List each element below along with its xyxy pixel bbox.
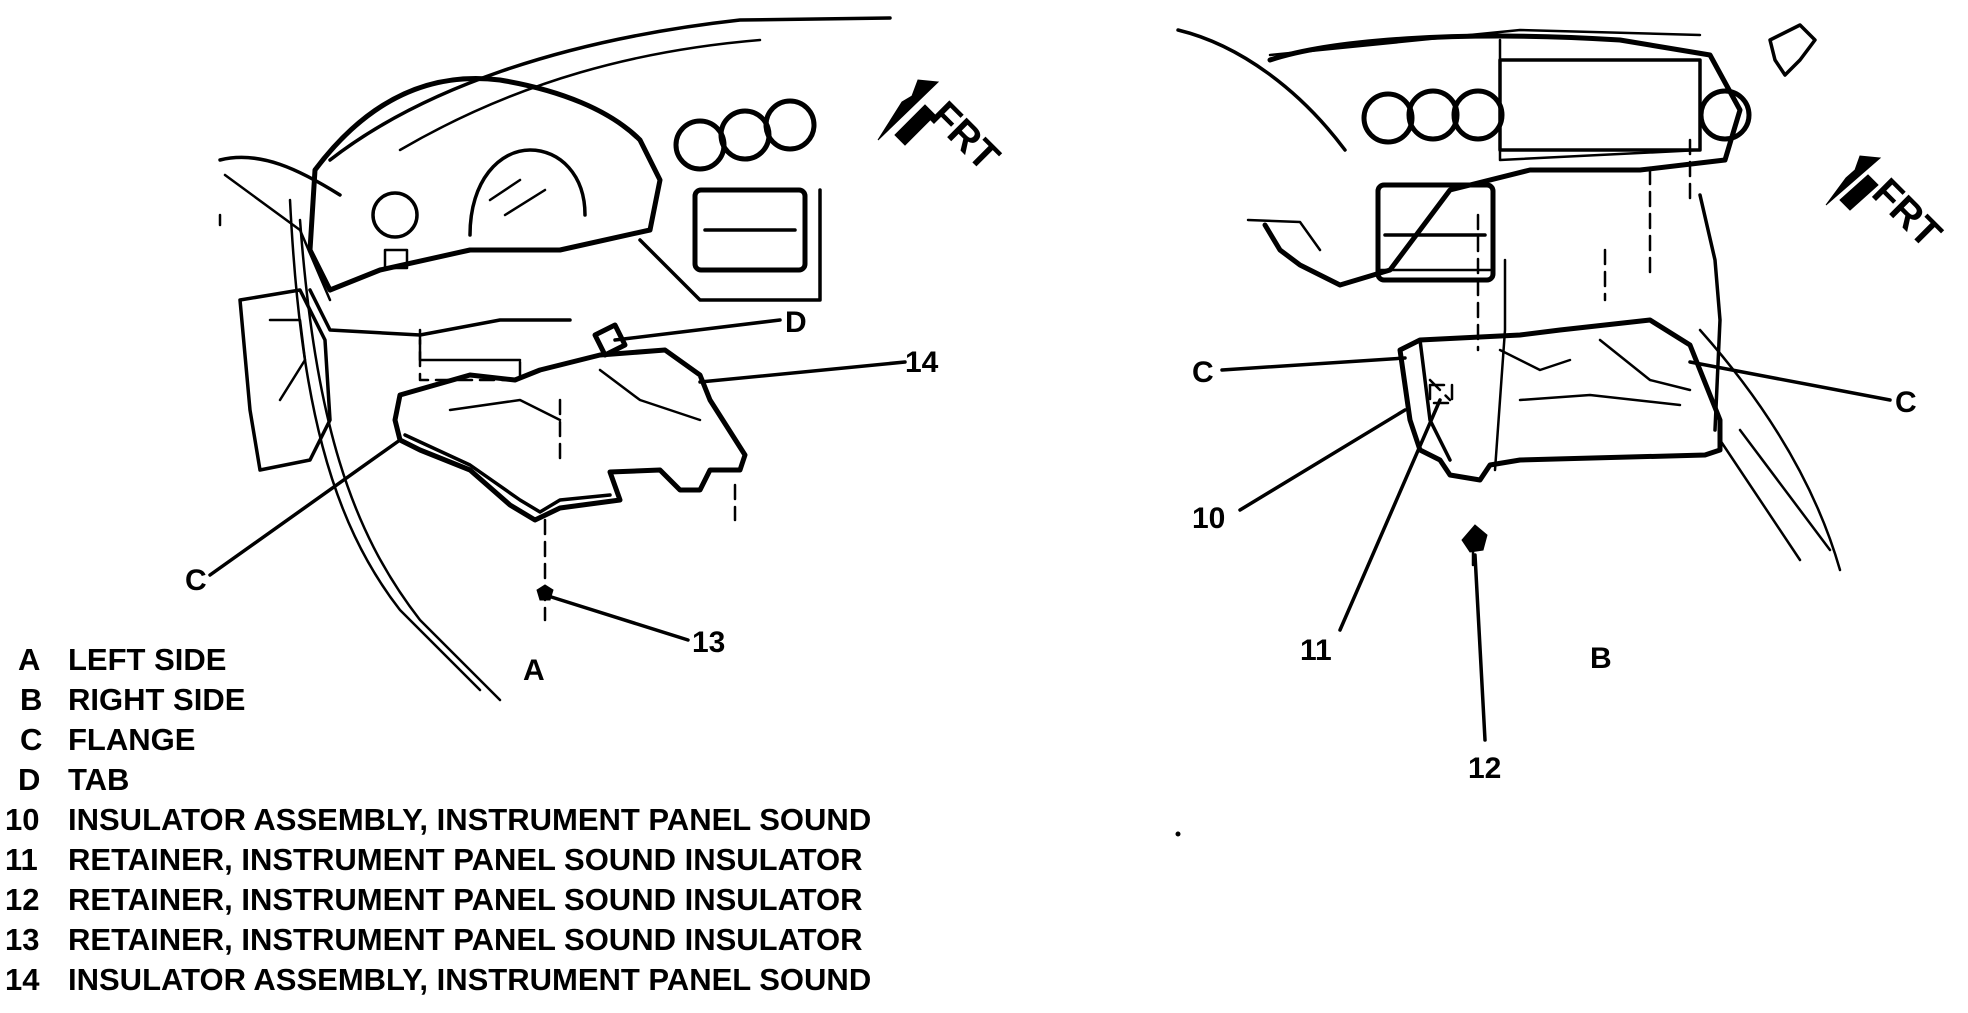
view-a-callout-14: 14 <box>905 346 939 379</box>
legend-text: LEFT SIDE <box>68 642 226 677</box>
view-a-leader-c <box>208 438 402 577</box>
view-a-drawing <box>208 16 940 702</box>
view-a-tab-d <box>592 322 628 358</box>
legend-text: RIGHT SIDE <box>68 682 245 717</box>
legend-key: 14 <box>5 962 40 997</box>
view-a-leader-14 <box>698 360 907 384</box>
legend-key: A <box>18 642 40 677</box>
view-b-drawing <box>1176 23 1892 742</box>
view-b-screw-12 <box>1461 524 1488 553</box>
view-a-vent-3 <box>763 98 817 152</box>
view-b-vent-4 <box>1698 88 1752 142</box>
view-a-callout-d: D <box>785 306 807 339</box>
legend-row: D TAB <box>18 762 129 797</box>
view-a-gauge <box>371 191 419 239</box>
view-b-leader-c-left <box>1220 356 1407 372</box>
view-b-callout-10: 10 <box>1192 502 1225 535</box>
view-b-glovebox <box>1498 58 1702 152</box>
legend: A LEFT SIDE B RIGHT SIDE C FLANGE D TAB … <box>5 642 871 997</box>
view-a-vent-1 <box>673 118 727 172</box>
view-a-kick-panel <box>238 288 332 472</box>
view-b-frt-arrow-icon <box>1825 155 1882 206</box>
legend-key: D <box>18 762 40 797</box>
view-a-vent-2 <box>718 108 772 162</box>
view-b-vent-1 <box>1361 91 1415 145</box>
view-a-leader-13 <box>543 593 690 642</box>
view-a-labels: D 14 C 13 A FRT <box>185 93 1008 687</box>
view-b-dash-outline <box>1262 33 1743 288</box>
view-a-frt-label: FRT <box>922 93 1008 179</box>
view-a-cluster-hood <box>307 76 663 293</box>
view-b-retainer-11 <box>1428 383 1454 405</box>
view-a-frt-arrow-icon <box>877 79 940 141</box>
view-a-radio <box>692 187 808 273</box>
view-b-leader-11 <box>1338 398 1442 632</box>
legend-key: C <box>20 722 42 757</box>
legend-key: 11 <box>5 842 38 877</box>
legend-row: 14 INSULATOR ASSEMBLY, INSTRUMENT PANEL … <box>5 962 871 997</box>
legend-row: B RIGHT SIDE <box>20 682 245 717</box>
view-b-vent-3 <box>1451 88 1505 142</box>
view-b-insulator-10 <box>1397 317 1723 483</box>
legend-text: TAB <box>68 762 129 797</box>
legend-key: B <box>20 682 42 717</box>
view-b-dash-top <box>1176 28 1347 152</box>
view-b-leader-12 <box>1473 553 1487 742</box>
view-a-callout-c: C <box>185 564 207 597</box>
view-b-callout-c-right: C <box>1895 386 1917 419</box>
legend-row: 12 RETAINER, INSTRUMENT PANEL SOUND INSU… <box>5 882 863 917</box>
view-b-callout-12: 12 <box>1468 752 1501 785</box>
legend-row: 13 RETAINER, INSTRUMENT PANEL SOUND INSU… <box>5 922 863 957</box>
view-b-leader-c-right <box>1688 360 1892 402</box>
legend-key: 13 <box>5 922 39 957</box>
view-b-labels: C C 10 11 12 B FRT <box>1192 170 1950 785</box>
legend-text: INSULATOR ASSEMBLY, INSTRUMENT PANEL SOU… <box>68 962 871 997</box>
view-b-vent-2 <box>1406 88 1460 142</box>
stray-dot <box>1175 831 1181 837</box>
legend-text: RETAINER, INSTRUMENT PANEL SOUND INSULAT… <box>68 882 863 917</box>
legend-row: C FLANGE <box>20 722 195 757</box>
legend-row: 11 RETAINER, INSTRUMENT PANEL SOUND INSU… <box>5 842 863 877</box>
view-a-insulator-14 <box>392 347 748 523</box>
view-a-leader-d <box>613 318 782 342</box>
legend-text: RETAINER, INSTRUMENT PANEL SOUND INSULAT… <box>68 842 863 877</box>
legend-row: 10 INSULATOR ASSEMBLY, INSTRUMENT PANEL … <box>5 802 871 837</box>
view-a-dash-top <box>328 16 892 162</box>
view-a-callout-13: 13 <box>692 626 725 659</box>
view-a-label: A <box>523 654 545 687</box>
legend-text: INSULATOR ASSEMBLY, INSTRUMENT PANEL SOU… <box>68 802 871 837</box>
legend-row: A LEFT SIDE <box>18 642 226 677</box>
view-b-callout-c-left: C <box>1192 356 1214 389</box>
view-b-callout-11: 11 <box>1300 634 1332 667</box>
legend-key: 10 <box>5 802 39 837</box>
legend-text: FLANGE <box>68 722 195 757</box>
view-b-radio <box>1375 182 1496 283</box>
legend-key: 12 <box>5 882 39 917</box>
view-b-label: B <box>1590 642 1612 675</box>
legend-text: RETAINER, INSTRUMENT PANEL SOUND INSULAT… <box>68 922 863 957</box>
view-b-leader-10 <box>1238 408 1407 512</box>
